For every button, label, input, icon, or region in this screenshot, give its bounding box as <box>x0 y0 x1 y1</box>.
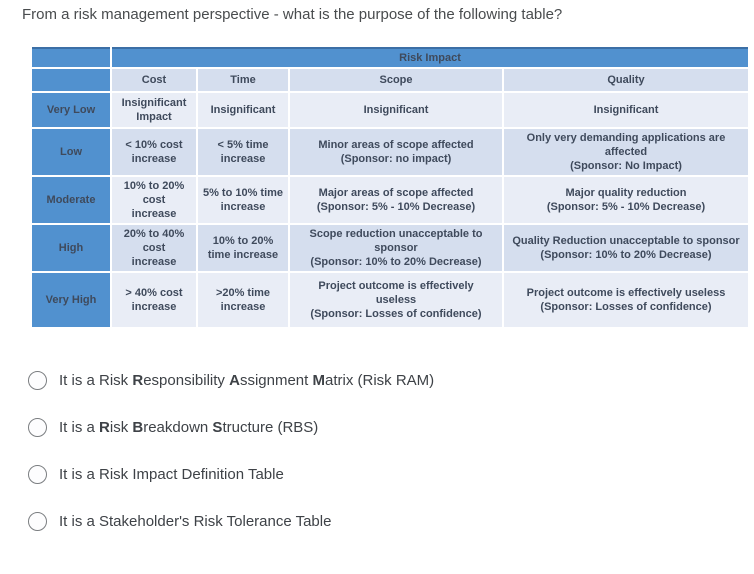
answer-option-label-3[interactable]: It is a Risk Impact Definition Table <box>59 466 284 483</box>
col-header-scope: Scope <box>290 68 502 91</box>
row-header-very-low: Very Low <box>32 92 110 127</box>
cell-very-high-cost: > 40% cost increase <box>112 272 196 327</box>
cell-moderate-cost: 10% to 20% cost increase <box>112 176 196 223</box>
cell-high-scope: Scope reduction unacceptable to sponsor … <box>290 224 502 271</box>
answer-option-2: It is a Risk Breakdown Structure (RBS) <box>28 418 754 438</box>
cell-very-low-cost: Insignificant Impact <box>112 92 196 127</box>
cell-low-scope: Minor areas of scope affected (Sponsor: … <box>290 128 502 175</box>
cell-low-time: < 5% time increase <box>198 128 288 175</box>
answer-option-4: It is a Stakeholder's Risk Tolerance Tab… <box>28 512 754 532</box>
radio-button-2[interactable] <box>28 418 47 437</box>
question-text: From a risk management perspective - wha… <box>22 6 563 23</box>
col-header-quality: Quality <box>504 68 748 91</box>
cell-low-cost: < 10% cost increase <box>112 128 196 175</box>
cell-very-low-time: Insignificant <box>198 92 288 127</box>
cell-very-high-quality: Project outcome is effectively useless (… <box>504 272 748 327</box>
answer-option-label-4[interactable]: It is a Stakeholder's Risk Tolerance Tab… <box>59 513 332 530</box>
answer-option-3: It is a Risk Impact Definition Table <box>28 465 754 485</box>
row-header-very-high: Very High <box>32 272 110 327</box>
cell-high-cost: 20% to 40% cost increase <box>112 224 196 271</box>
col-header-time: Time <box>198 68 288 91</box>
answer-options: It is a Risk Responsibility Assignment M… <box>28 371 754 532</box>
cell-very-high-scope: Project outcome is effectively useless (… <box>290 272 502 327</box>
corner-cell-2 <box>32 68 110 91</box>
row-header-low: Low <box>32 128 110 175</box>
answer-option-label-1[interactable]: It is a Risk Responsibility Assignment M… <box>59 372 435 389</box>
cell-moderate-time: 5% to 10% time increase <box>198 176 288 223</box>
radio-button-4[interactable] <box>28 512 47 531</box>
cell-moderate-quality: Major quality reduction (Sponsor: 5% - 1… <box>504 176 748 223</box>
answer-option-1: It is a Risk Responsibility Assignment M… <box>28 371 754 391</box>
col-header-cost: Cost <box>112 68 196 91</box>
corner-cell <box>32 46 110 67</box>
radio-button-3[interactable] <box>28 465 47 484</box>
cell-very-low-scope: Insignificant <box>290 92 502 127</box>
cell-very-low-quality: Insignificant <box>504 92 748 127</box>
cell-very-high-time: >20% time increase <box>198 272 288 327</box>
row-header-high: High <box>32 224 110 271</box>
risk-impact-table: Risk Impact Cost Time Scope Quality Very… <box>30 45 750 329</box>
cell-moderate-scope: Major areas of scope affected (Sponsor: … <box>290 176 502 223</box>
answer-option-label-2[interactable]: It is a Risk Breakdown Structure (RBS) <box>59 419 319 436</box>
row-header-moderate: Moderate <box>32 176 110 223</box>
cell-high-quality: Quality Reduction unacceptable to sponso… <box>504 224 748 271</box>
table-title: Risk Impact <box>112 46 748 67</box>
cell-low-quality: Only very demanding applications are aff… <box>504 128 748 175</box>
cell-high-time: 10% to 20% time increase <box>198 224 288 271</box>
radio-button-1[interactable] <box>28 371 47 390</box>
